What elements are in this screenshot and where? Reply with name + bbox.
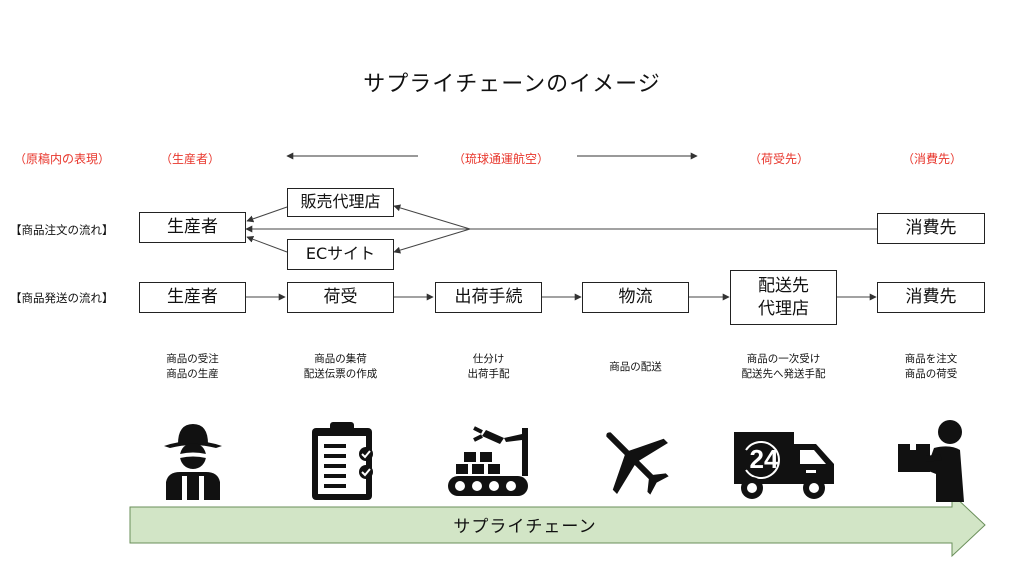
fork-to-agency-arrow [393, 204, 471, 230]
order-consumer-box: 消費先 [877, 213, 985, 244]
ship-logistics-label: 物流 [618, 287, 653, 308]
desc-producer: 商品の受注 商品の生産 [139, 352, 246, 382]
header-receiver: （荷受先） [749, 152, 810, 166]
airplane-icon [606, 432, 669, 495]
ship-shipping-procedure-label: 出荷手続 [454, 287, 523, 308]
sales-agency-box: 販売代理店 [287, 188, 394, 217]
ship-shipping-procedure-box: 出荷手続 [435, 282, 542, 313]
ec-site-box: ECサイト [287, 239, 394, 270]
desc-delivery-agency-line2: 配送先へ発送手配 [741, 368, 826, 381]
ship-receiving-box: 荷受 [287, 282, 394, 313]
checklist-clipboard-icon [312, 422, 373, 500]
desc-logistics-line1: 商品の配送 [609, 361, 662, 373]
ship-producer-box: 生産者 [139, 282, 246, 313]
desc-receiving: 商品の集荷 配送伝票の作成 [287, 352, 394, 382]
ship-consumer-box: 消費先 [877, 282, 985, 313]
sales-agency-label: 販売代理店 [300, 192, 381, 212]
ship-delivery-agency-line1: 配送先 [758, 276, 809, 297]
desc-consumer: 商品を注文 商品の荷受 [877, 352, 985, 382]
desc-shipping-procedure-line1: 仕分け [472, 353, 505, 365]
header-original-expression: （原稿内の表現） [14, 152, 111, 166]
header-consumer: （消費先） [902, 152, 963, 166]
diagram-title: サプライチェーンのイメージ [363, 72, 661, 97]
farmer-icon [164, 424, 222, 500]
desc-delivery-agency-line1: 商品の一次受け [746, 353, 821, 365]
ship-receiving-label: 荷受 [323, 287, 358, 308]
desc-delivery-agency: 商品の一次受け 配送先へ発送手配 [722, 352, 845, 382]
fork-to-ec-arrow [393, 228, 471, 254]
desc-logistics: 商品の配送 [582, 360, 689, 375]
header-producer: （生産者） [160, 152, 221, 166]
desc-receiving-line2: 配送伝票の作成 [303, 368, 378, 381]
ship-delivery-agency-box: 配送先 代理店 [730, 270, 837, 325]
order-producer-label: 生産者 [167, 217, 218, 238]
order-flow-label: 【商品注文の流れ】 [10, 223, 114, 237]
desc-producer-line2: 商品の生産 [166, 368, 219, 381]
desc-shipping-procedure-line2: 出荷手配 [467, 368, 510, 381]
desc-producer-line1: 商品の受注 [166, 353, 219, 365]
ship-consumer-label: 消費先 [905, 287, 957, 308]
order-producer-box: 生産者 [139, 212, 246, 243]
desc-consumer-line1: 商品を注文 [904, 353, 958, 365]
desc-shipping-procedure: 仕分け 出荷手配 [435, 352, 542, 382]
ec-site-label: ECサイト [305, 244, 376, 264]
ship-producer-label: 生産者 [167, 287, 218, 308]
ship-logistics-box: 物流 [582, 282, 689, 313]
ec-to-producer-arrow [246, 235, 288, 253]
desc-consumer-line2: 商品の荷受 [904, 368, 958, 381]
desc-receiving-line1: 商品の集荷 [314, 353, 367, 365]
supply-chain-banner-label: サプライチェーン [453, 517, 597, 537]
person-carrying-box-icon [898, 420, 964, 502]
agency-to-producer-arrow [246, 206, 288, 223]
shipping-flow-label: 【商品発送の流れ】 [10, 291, 114, 305]
factory-robot-conveyor-icon [448, 426, 528, 496]
order-consumer-label: 消費先 [905, 218, 957, 239]
delivery-truck-24h-icon: 24 [734, 432, 834, 499]
ship-delivery-agency-line2: 代理店 [758, 298, 809, 319]
header-airline: （琉球通運航空） [453, 152, 550, 166]
